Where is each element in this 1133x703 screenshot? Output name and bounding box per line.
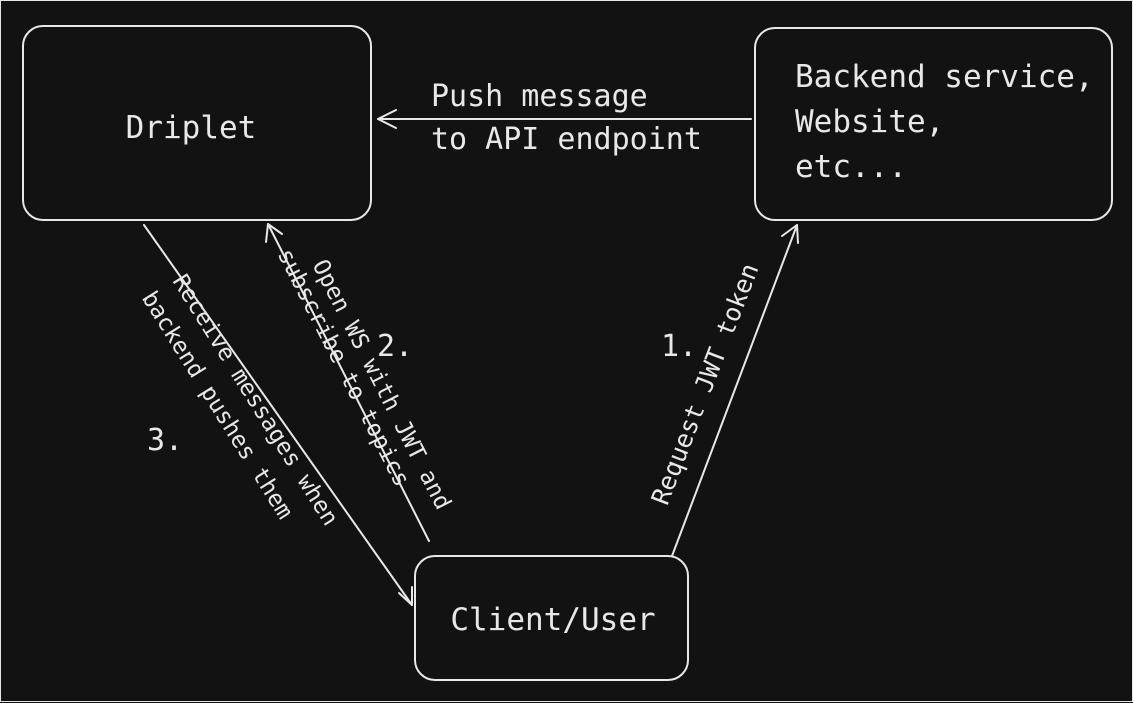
backend-box — [754, 27, 1113, 221]
open-ws-arrow-line — [267, 223, 430, 542]
push-label-line-2: to API endpoint — [431, 122, 702, 157]
receive-arrow-head — [398, 586, 413, 606]
node-driplet: Driplet — [22, 25, 372, 221]
push-label-line-1: Push message — [431, 79, 648, 114]
node-backend: Backend service, Website, etc... — [754, 27, 1113, 221]
driplet-label: Driplet — [126, 110, 257, 146]
client-label: Client/User — [450, 602, 655, 638]
node-client: Client/User — [414, 555, 689, 681]
step-2-label: 2. — [377, 329, 413, 364]
open-ws-arrow-head — [265, 223, 283, 243]
push-arrow-head — [377, 109, 397, 129]
edge-request-jwt: Request JWT token 1. — [646, 224, 799, 557]
driplet-box — [22, 25, 372, 221]
backend-label-line-1: Backend service, — [795, 59, 1094, 95]
backend-label-line-2: Website, — [795, 104, 944, 140]
backend-label-line-3: etc... — [795, 149, 907, 185]
client-box — [414, 555, 689, 681]
step-1-label: 1. — [661, 329, 697, 364]
request-arrow-head — [781, 224, 799, 244]
receive-arrow-line — [143, 224, 413, 606]
edge-open-ws: Open WS with JWT and subscribe to topics… — [265, 223, 456, 542]
edge-push-message: Push message to API endpoint — [377, 79, 752, 157]
request-arrow-line — [671, 224, 798, 557]
step-3-label: 3. — [147, 423, 183, 458]
open-ws-label-line-1: Open WS with JWT and — [307, 256, 456, 515]
